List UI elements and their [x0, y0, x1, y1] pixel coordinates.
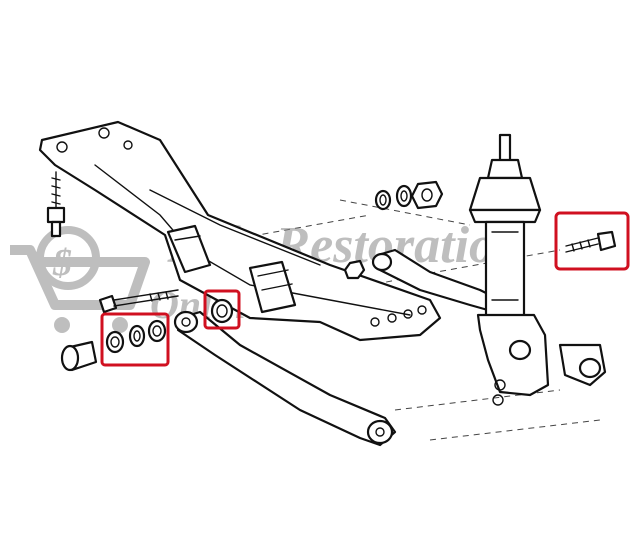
rubber-bushing: [60, 340, 98, 372]
shock-absorber-strut: [468, 133, 550, 406]
washer-set-left: [105, 319, 167, 354]
cart-logo-icon: $: [10, 226, 150, 333]
rear-crossmember: [38, 120, 442, 342]
lower-control-arm: [173, 310, 397, 447]
highlight-box-bolt: [554, 211, 630, 271]
highlight-frames: [100, 211, 630, 367]
nut-small: [343, 259, 366, 280]
highlight-box-washers: [100, 312, 170, 367]
svg-text:$: $: [52, 242, 72, 284]
bushing-center: [210, 298, 234, 324]
bolt-vertical-left: [46, 171, 66, 238]
highlight-box-bushing: [203, 289, 241, 330]
washer-set-top: [374, 180, 444, 211]
hardware-parts: [46, 171, 617, 372]
bolt-horizontal-left: [98, 289, 179, 314]
bolt-right: [565, 230, 617, 253]
trailing-link: [371, 248, 607, 387]
